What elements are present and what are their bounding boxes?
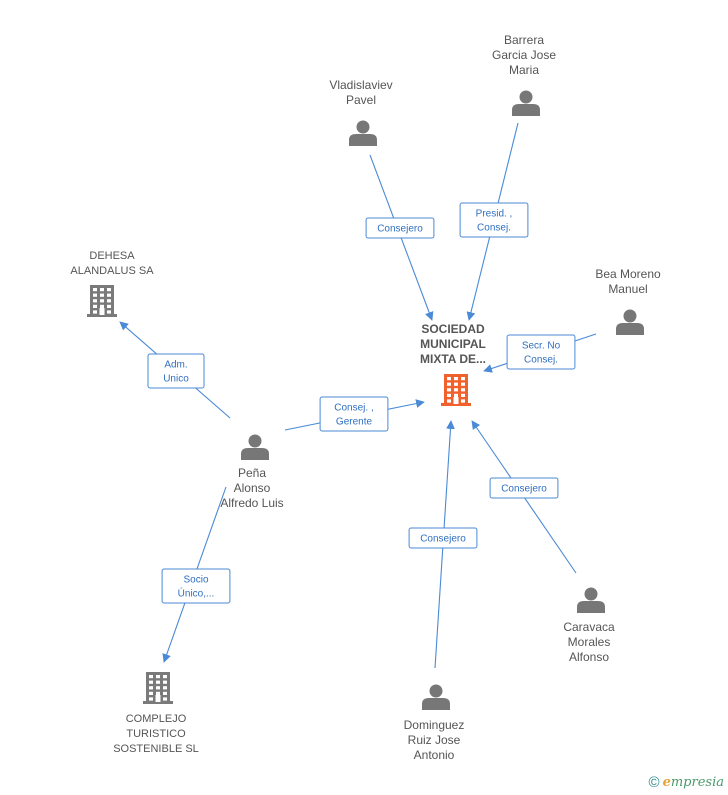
node-complejo[interactable]: COMPLEJO TURISTICO SOSTENIBLE SL <box>113 672 199 755</box>
edge-bea-to-main[interactable]: Secr. No Consej. <box>483 333 597 373</box>
person-icon <box>512 90 540 116</box>
person-icon <box>349 120 377 146</box>
node-label: COMPLEJO <box>126 713 187 725</box>
edge-label-box[interactable] <box>147 353 205 389</box>
edge-label-box[interactable] <box>459 202 529 238</box>
building-icon <box>87 285 117 317</box>
edge-pena-to-main[interactable]: Consej. , Gerente <box>284 396 425 432</box>
edge-label-text: Único,... <box>178 587 215 600</box>
edge-label-box[interactable] <box>161 568 231 604</box>
node-label: Alonso <box>234 481 271 495</box>
edge-label-text: Consejero <box>377 224 423 235</box>
node-label: Barrera <box>504 33 544 47</box>
node-label: Peña <box>238 466 266 480</box>
edge-label-box[interactable] <box>506 334 576 370</box>
node-label: Alfredo Luis <box>220 496 283 510</box>
person-icon <box>616 309 644 335</box>
edge-dominguez-to-main[interactable]: Consejero <box>408 420 478 669</box>
edge-label-box[interactable] <box>319 396 389 432</box>
node-label: Vladislaviev <box>329 78 392 92</box>
edge-vladislaviev-to-main[interactable]: Consejero <box>365 154 435 321</box>
edge-barrera-to-main[interactable]: Presid. , Consej. <box>459 122 529 321</box>
node-label: Caravaca <box>563 620 615 634</box>
copyright-symbol: © <box>648 774 660 791</box>
node-label: MUNICIPAL <box>420 337 486 351</box>
edge-label-text: Gerente <box>336 417 373 428</box>
node-label: Alfonso <box>569 650 609 664</box>
node-label: DEHESA <box>89 250 135 262</box>
edge-label-box[interactable] <box>365 217 435 239</box>
edge-label-text: Unico <box>163 374 189 385</box>
edge-label-box[interactable] <box>489 477 559 499</box>
node-label: Dominguez <box>404 718 465 732</box>
edge-label-text: Presid. , <box>476 209 513 220</box>
person-icon <box>577 587 605 613</box>
edge-label-text: Consej. , <box>334 403 373 414</box>
edge-pena-to-complejo[interactable]: SocioÚnico,... <box>161 486 231 663</box>
person-icon <box>422 684 450 710</box>
node-label: Bea Moreno <box>595 267 661 281</box>
node-dehesa[interactable]: DEHESA ALANDALUS SA <box>70 250 154 317</box>
person-icon <box>241 434 269 460</box>
brand-logo[interactable]: empresia <box>662 775 724 790</box>
edge-label-text: Consejero <box>420 534 466 545</box>
building-icon <box>143 672 173 704</box>
edge-label-text: Socio <box>183 575 208 586</box>
node-label: Antonio <box>414 748 455 762</box>
edge-label-text: Consejero <box>501 484 547 495</box>
building-icon <box>441 374 471 406</box>
node-label: Maria <box>509 63 539 77</box>
edge-pena-to-dehesa[interactable]: Adm. Unico <box>119 321 231 419</box>
node-label: SOCIEDAD <box>421 322 485 336</box>
edge-label-text: Consej. <box>477 223 511 234</box>
node-label: Ruiz Jose <box>408 733 461 747</box>
node-label: ALANDALUS SA <box>70 265 154 277</box>
footer-brand: © empresia <box>649 774 724 791</box>
edge-caravaca-to-main[interactable]: Consejero <box>471 420 577 574</box>
node-label: Morales <box>568 635 611 649</box>
node-label: Garcia Jose <box>492 48 556 62</box>
node-label: TURISTICO <box>126 728 186 740</box>
edge-label-text: Adm. <box>164 360 187 371</box>
node-label: Pavel <box>346 93 376 107</box>
node-label: SOSTENIBLE SL <box>113 743 199 755</box>
node-label: MIXTA DE... <box>420 352 486 366</box>
edge-label-text: Secr. No <box>522 341 561 352</box>
edge-label-text: Consej. <box>524 355 558 366</box>
node-label: Manuel <box>608 282 647 296</box>
edge-label-box[interactable] <box>408 527 478 549</box>
